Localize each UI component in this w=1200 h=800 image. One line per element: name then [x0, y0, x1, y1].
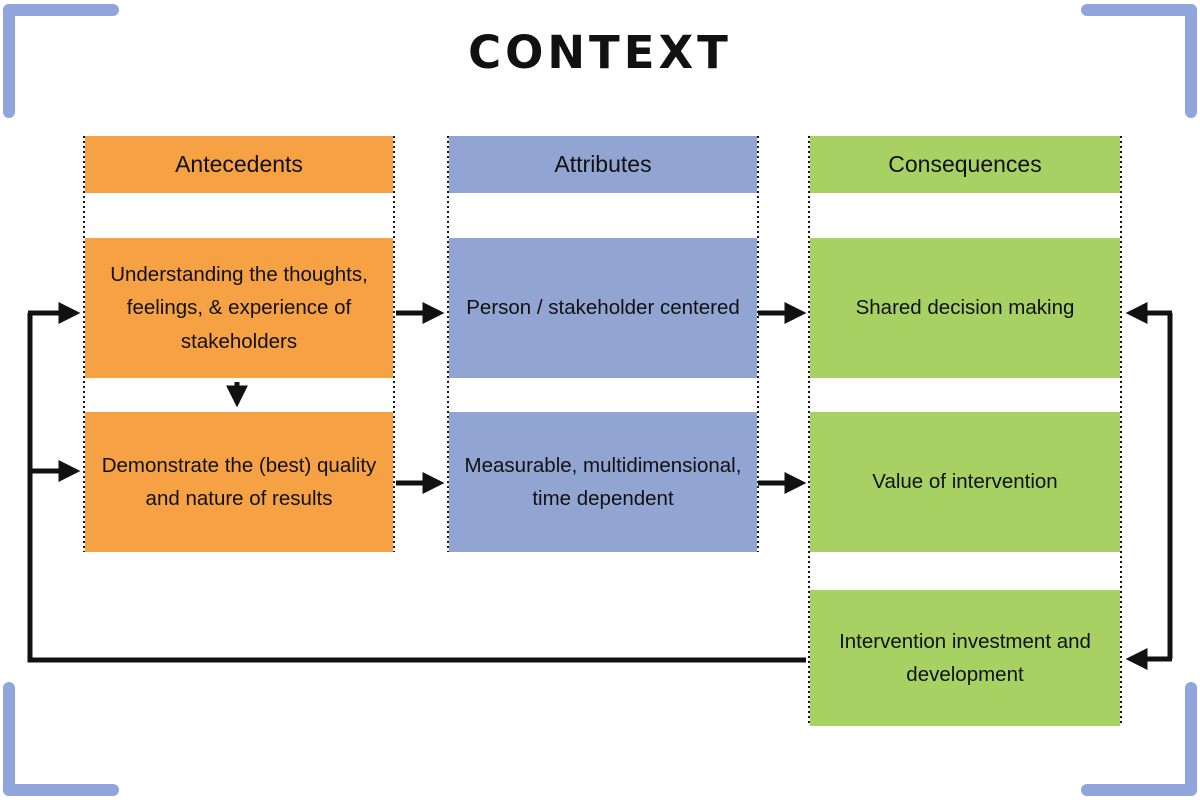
consequences-box-shared-decision: Shared decision making	[810, 238, 1120, 378]
attributes-column-guide-right	[757, 136, 759, 552]
consequences-column-guide-left	[808, 136, 810, 726]
corner-bracket-bottom-right-vertical	[1185, 682, 1197, 796]
antecedents-box-understanding: Understanding the thoughts, feelings, & …	[85, 238, 393, 378]
page-title: CONTEXT	[468, 26, 732, 79]
corner-bracket-top-right-vertical	[1185, 4, 1197, 118]
consequences-box-investment: Intervention investment and development	[810, 590, 1120, 726]
corner-bracket-bottom-left-vertical	[3, 682, 15, 796]
antecedents-box-demonstrate: Demonstrate the (best) quality and natur…	[85, 412, 393, 552]
corner-bracket-top-right-horizontal	[1081, 4, 1197, 16]
consequences-box-value: Value of intervention	[810, 412, 1120, 552]
consequences-header: Consequences	[810, 136, 1120, 193]
attributes-box-measurable: Measurable, multidimensional, time depen…	[449, 412, 757, 552]
corner-bracket-top-left-horizontal	[3, 4, 119, 16]
corner-bracket-bottom-left-horizontal	[3, 784, 119, 796]
antecedents-column-guide-right	[393, 136, 395, 552]
corner-bracket-top-left-vertical	[3, 4, 15, 118]
attributes-box-person-centered: Person / stakeholder centered	[449, 238, 757, 378]
consequences-column-guide-right	[1120, 136, 1122, 726]
attributes-header: Attributes	[449, 136, 757, 193]
corner-bracket-bottom-right-horizontal	[1081, 784, 1197, 796]
antecedents-header: Antecedents	[85, 136, 393, 193]
